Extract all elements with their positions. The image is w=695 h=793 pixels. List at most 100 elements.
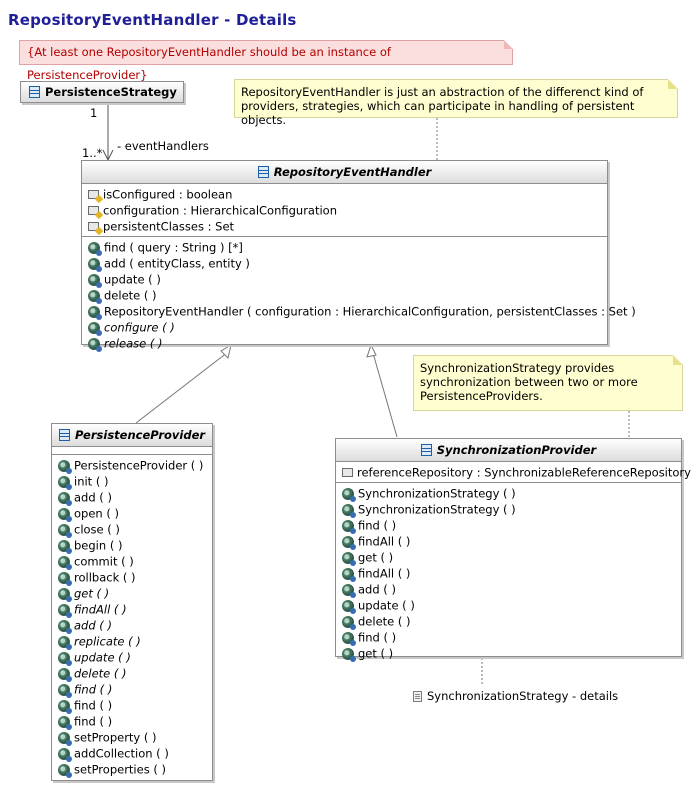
diagram-link-label: SynchronizationStrategy - details xyxy=(427,689,619,703)
note-fold xyxy=(673,355,683,365)
role-label: - eventHandlers xyxy=(117,139,209,153)
operation-row[interactable]: addCollection ( ) xyxy=(52,745,212,762)
note-fold xyxy=(504,40,513,49)
diagram-title: RepositoryEventHandler - Details xyxy=(8,11,297,29)
operation-icon xyxy=(58,763,72,778)
operation-icon xyxy=(58,571,72,586)
operation-row[interactable]: SynchronizationStrategy ( ) xyxy=(336,501,681,518)
operation-row[interactable]: configure ( ) xyxy=(82,319,607,336)
operation-row[interactable]: add ( ) xyxy=(336,581,681,598)
operation-row[interactable]: find ( ) xyxy=(336,517,681,534)
multiplicity-target: 1..* xyxy=(82,146,103,160)
class-icon xyxy=(257,166,269,178)
operation-icon xyxy=(58,619,72,634)
diagram-file-icon xyxy=(413,691,422,702)
operation-row[interactable]: replicate ( ) xyxy=(52,633,212,650)
constraint-note: {At least one RepositoryEventHandler sho… xyxy=(19,40,513,82)
operation-row[interactable]: add ( ) xyxy=(52,617,212,634)
class-icon xyxy=(29,86,40,98)
operation-row[interactable]: add ( entityClass, entity ) xyxy=(82,255,607,272)
operation-row[interactable]: find ( ) xyxy=(52,713,212,730)
operation-icon xyxy=(88,241,102,256)
operation-row[interactable]: init ( ) xyxy=(52,473,212,490)
operation-icon xyxy=(58,491,72,506)
diagram-link[interactable]: SynchronizationStrategy - details xyxy=(413,689,618,703)
operation-icon xyxy=(58,459,72,474)
operation-icon xyxy=(58,507,72,522)
operation-icon xyxy=(58,747,72,762)
operations-compartment: find ( query : String ) [*] add ( entity… xyxy=(82,237,636,353)
operation-icon xyxy=(58,635,72,650)
operation-row[interactable]: find ( query : String ) [*] xyxy=(82,239,607,256)
note-line: PersistenceProviders. xyxy=(420,389,543,403)
operation-row[interactable]: PersistenceProvider ( ) xyxy=(52,457,212,474)
operations-compartment: SynchronizationStrategy ( ) Synchronizat… xyxy=(336,483,681,663)
class-synchronization-provider[interactable]: SynchronizationProvider referenceReposit… xyxy=(335,438,691,662)
operation-row[interactable]: commit ( ) xyxy=(52,553,212,570)
operation-row[interactable]: find ( ) xyxy=(52,681,212,698)
operation-row[interactable]: update ( ) xyxy=(52,649,212,666)
operation-row[interactable]: get ( ) xyxy=(336,645,681,662)
operation-row[interactable]: get ( ) xyxy=(52,585,212,602)
operation-icon xyxy=(58,475,72,490)
class-persistence-provider[interactable]: PersistenceProvider PersistenceProvider … xyxy=(51,423,213,781)
operation-row[interactable]: delete ( ) xyxy=(82,287,607,304)
class-header: PersistenceProvider xyxy=(52,424,212,447)
operation-icon xyxy=(58,731,72,746)
note-handler: RepositoryEventHandler is just an abstra… xyxy=(234,79,678,127)
operations-compartment: PersistenceProvider ( ) init ( ) add ( )… xyxy=(52,455,212,779)
operation-icon xyxy=(58,603,72,618)
operation-row[interactable]: SynchronizationStrategy ( ) xyxy=(336,485,681,502)
operation-icon xyxy=(342,519,356,534)
operation-row[interactable]: findAll ( ) xyxy=(336,565,681,582)
attribute-row[interactable]: persistentClasses : Set xyxy=(82,218,607,234)
operation-row[interactable]: update ( ) xyxy=(82,271,607,288)
operation-icon xyxy=(342,599,356,614)
operation-row[interactable]: RepositoryEventHandler ( configuration :… xyxy=(82,303,636,320)
note-fold xyxy=(668,79,678,89)
attribute-row[interactable]: isConfigured : boolean xyxy=(82,186,607,202)
operation-row[interactable]: close ( ) xyxy=(52,521,212,538)
protected-attribute-icon xyxy=(88,222,99,231)
operation-row[interactable]: findAll ( ) xyxy=(52,601,212,618)
protected-attribute-icon xyxy=(88,190,99,199)
class-header: SynchronizationProvider xyxy=(336,439,681,462)
operation-icon xyxy=(88,289,102,304)
operation-icon xyxy=(342,487,356,502)
operation-row[interactable]: release ( ) xyxy=(82,335,607,352)
operation-icon xyxy=(58,715,72,730)
class-icon xyxy=(420,444,432,456)
operation-icon xyxy=(342,551,356,566)
operation-row[interactable]: begin ( ) xyxy=(52,537,212,554)
operation-row[interactable]: setProperties ( ) xyxy=(52,761,212,778)
operation-row[interactable]: get ( ) xyxy=(336,549,681,566)
operation-icon xyxy=(88,305,102,320)
attribute-row[interactable]: configuration : HierarchicalConfiguratio… xyxy=(82,202,607,218)
class-persistence-strategy[interactable]: PersistenceStrategy xyxy=(20,81,184,103)
class-name: PersistenceStrategy xyxy=(45,85,177,99)
operation-icon xyxy=(88,337,102,352)
note-line: SynchronizationStrategy provides xyxy=(420,361,615,375)
protected-attribute-icon xyxy=(88,206,99,215)
operation-row[interactable]: findAll ( ) xyxy=(336,533,681,550)
attribute-row[interactable]: referenceRepository : SynchronizableRefe… xyxy=(336,464,691,480)
operation-icon xyxy=(342,631,356,646)
operation-row[interactable]: update ( ) xyxy=(336,597,681,614)
operation-icon xyxy=(342,567,356,582)
operation-icon xyxy=(58,555,72,570)
operation-row[interactable]: delete ( ) xyxy=(336,613,681,630)
operation-row[interactable]: add ( ) xyxy=(52,489,212,506)
class-repository-event-handler[interactable]: RepositoryEventHandler isConfigured : bo… xyxy=(81,160,636,352)
note-line: RepositoryEventHandler is just an abstra… xyxy=(241,85,644,99)
operation-row[interactable]: find ( ) xyxy=(336,629,681,646)
operation-row[interactable]: find ( ) xyxy=(52,697,212,714)
operation-row[interactable]: rollback ( ) xyxy=(52,569,212,586)
operation-icon xyxy=(58,651,72,666)
note-synchronization: SynchronizationStrategy provides synchro… xyxy=(413,355,683,411)
class-name: RepositoryEventHandler xyxy=(273,165,432,179)
operation-row[interactable]: delete ( ) xyxy=(52,665,212,682)
operation-icon xyxy=(342,503,356,518)
operation-row[interactable]: setProperty ( ) xyxy=(52,729,212,746)
operation-icon xyxy=(88,257,102,272)
operation-row[interactable]: open ( ) xyxy=(52,505,212,522)
